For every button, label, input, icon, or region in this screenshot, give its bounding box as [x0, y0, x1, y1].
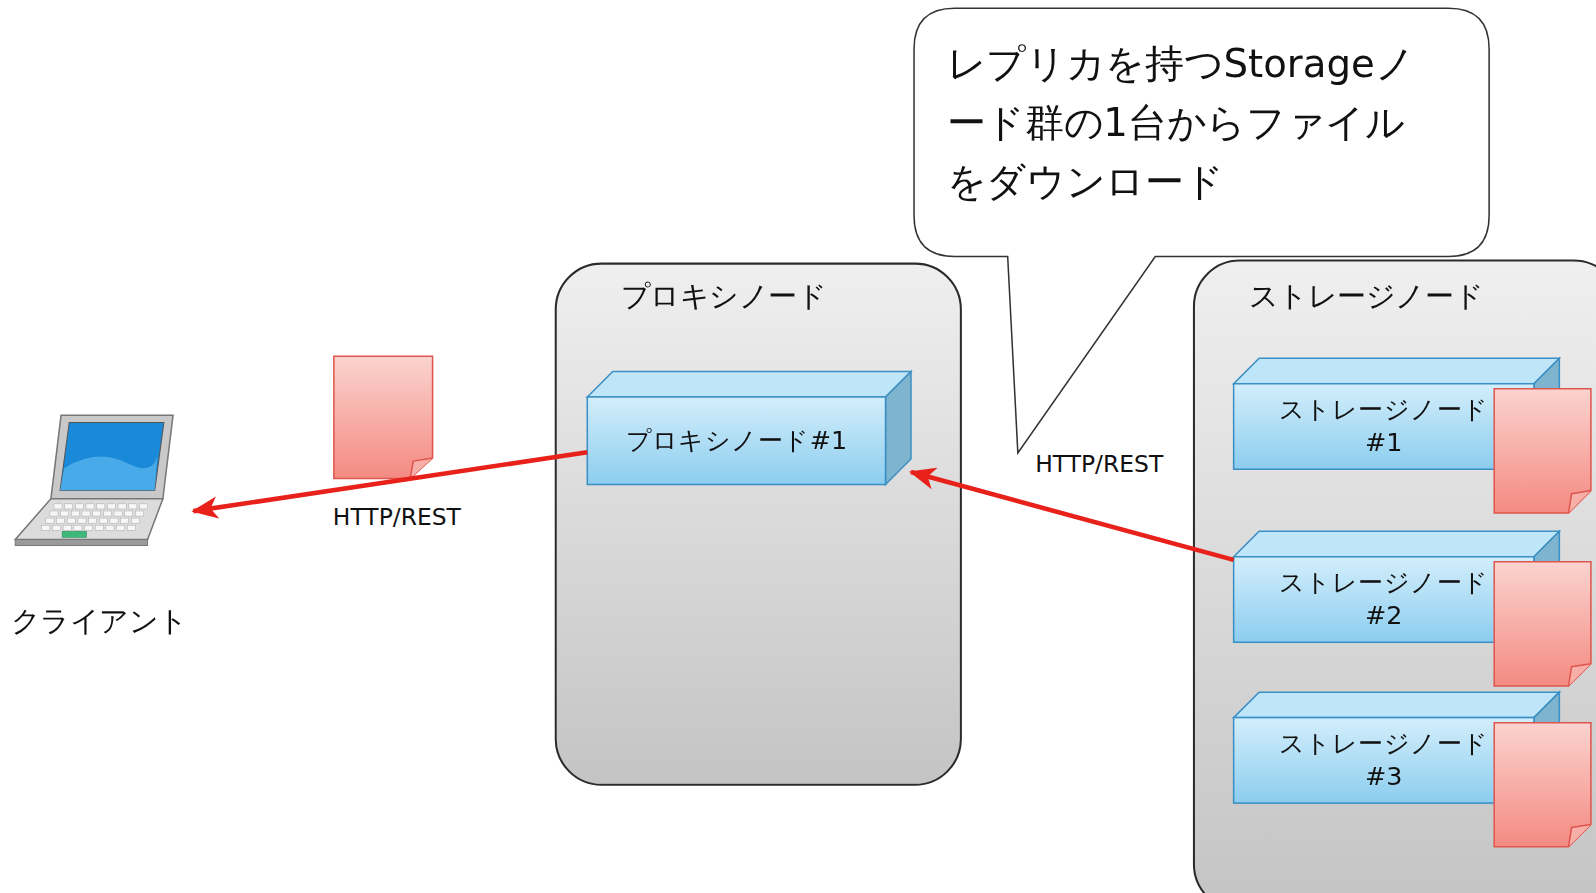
- storage-node-box: ストレージノード #1: [1234, 358, 1592, 513]
- box-text-area: ストレージノード #2: [1234, 557, 1534, 643]
- document-icon: [1494, 562, 1591, 686]
- document-icon: [334, 356, 433, 478]
- document-icon: [1494, 723, 1591, 847]
- document-icon: [1494, 389, 1591, 513]
- box-label: プロキシノード#1: [626, 424, 848, 457]
- box-label: ストレージノード #1: [1274, 393, 1493, 459]
- callout-text: レプリカを持つStorageノード群の1台からファイルをダウンロード: [947, 35, 1436, 235]
- callout-box: レプリカを持つStorageノード群の1台からファイルをダウンロード: [914, 8, 1489, 256]
- client-node: クライアント: [5, 407, 193, 643]
- proxy-node-box: プロキシノード#1: [587, 372, 911, 485]
- group-heading: プロキシノード: [621, 278, 827, 317]
- box-3d-shape: [1234, 692, 1592, 847]
- node-group: プロキシノードプロキシノード#1: [555, 263, 962, 786]
- box-3d-shape: [1234, 358, 1592, 513]
- box-3d-shape: [1234, 531, 1592, 686]
- storage-node-box: ストレージノード #2: [1234, 531, 1592, 686]
- box-text-area: プロキシノード#1: [587, 397, 885, 485]
- group-heading: ストレージノード: [1249, 278, 1483, 317]
- box-label: ストレージノード #2: [1274, 566, 1493, 632]
- protocol-label: HTTP/REST: [331, 504, 463, 530]
- arrow-connector: [193, 452, 587, 511]
- client-label: クライアント: [5, 603, 193, 642]
- storage-node-box: ストレージノード #3: [1234, 692, 1592, 847]
- box-text-area: ストレージノード #3: [1234, 718, 1534, 804]
- protocol-label: HTTP/REST: [1033, 451, 1165, 477]
- box-text-area: ストレージノード #1: [1234, 384, 1534, 470]
- node-group: ストレージノードストレージノード #1 ストレージノード #2 ストレージノード #…: [1193, 260, 1596, 893]
- box-label: ストレージノード #3: [1274, 727, 1493, 793]
- laptop-icon: [5, 407, 193, 550]
